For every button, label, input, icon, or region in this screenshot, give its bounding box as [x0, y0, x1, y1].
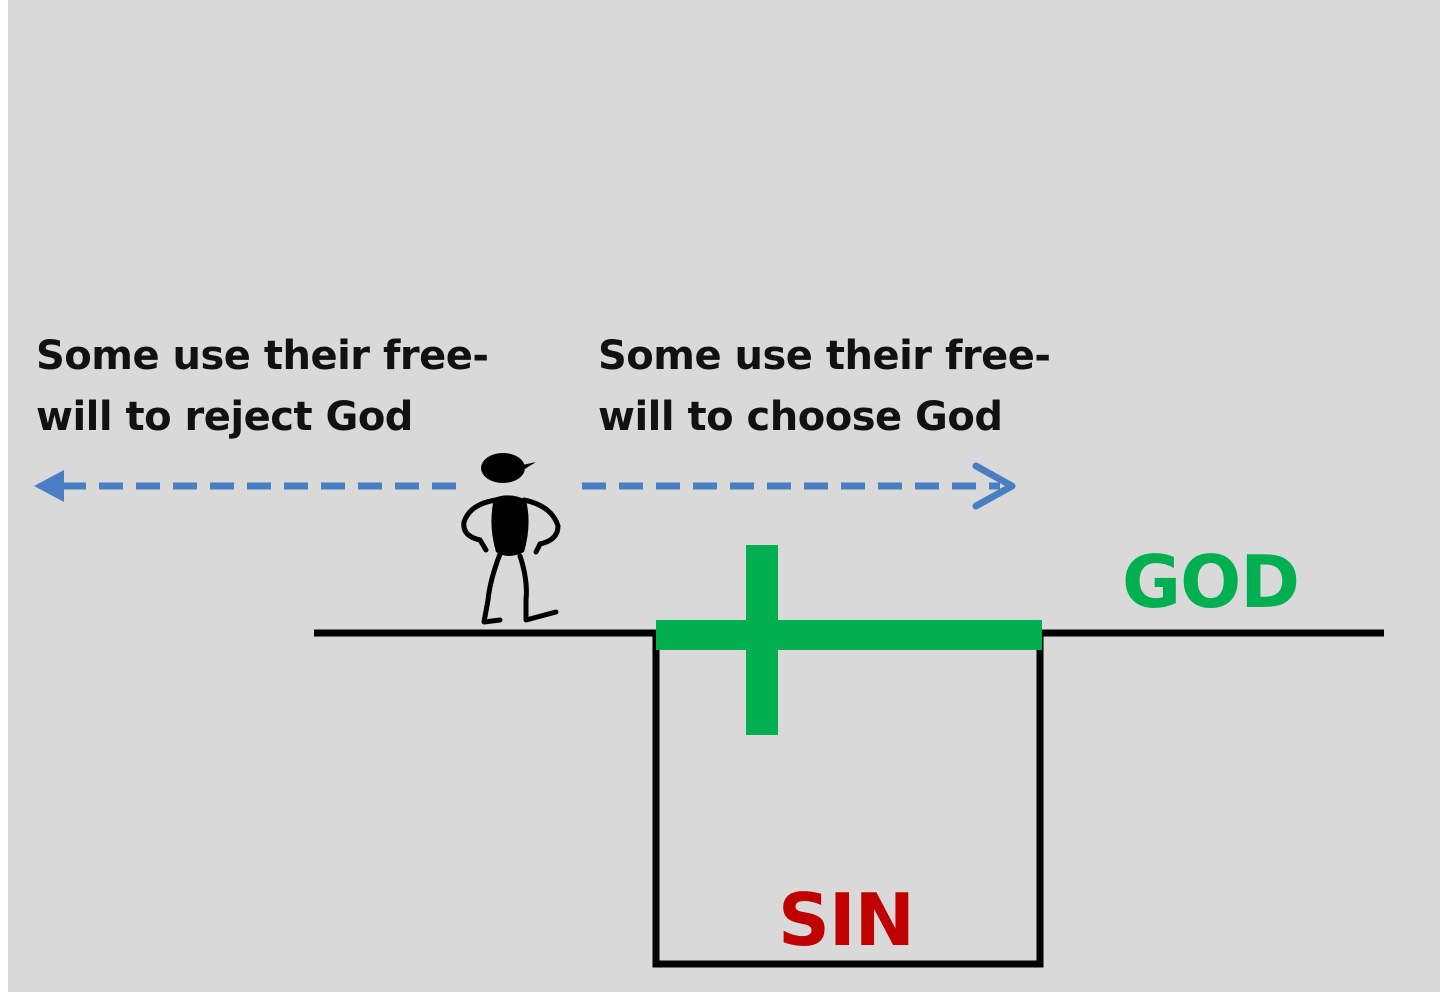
cross-icon: [656, 545, 1042, 735]
sin-pit: [652, 633, 1044, 968]
caption-reject-god: Some use their free- will to reject God: [36, 326, 489, 448]
caption-reject-line1: Some use their free-: [36, 333, 489, 379]
caption-choose-line1: Some use their free-: [598, 333, 1051, 379]
dashed-arrow-left-icon: [34, 470, 460, 502]
caption-reject-line2: will to reject God: [36, 394, 413, 440]
diagram-background: [8, 0, 1440, 992]
dashed-arrow-right-icon: [582, 462, 1016, 510]
caption-choose-line2: will to choose God: [598, 394, 1003, 440]
god-label: GOD: [1122, 540, 1300, 624]
sin-label: SIN: [778, 878, 915, 962]
caption-choose-god: Some use their free- will to choose God: [598, 326, 1051, 448]
person-walking-icon: [461, 453, 561, 625]
